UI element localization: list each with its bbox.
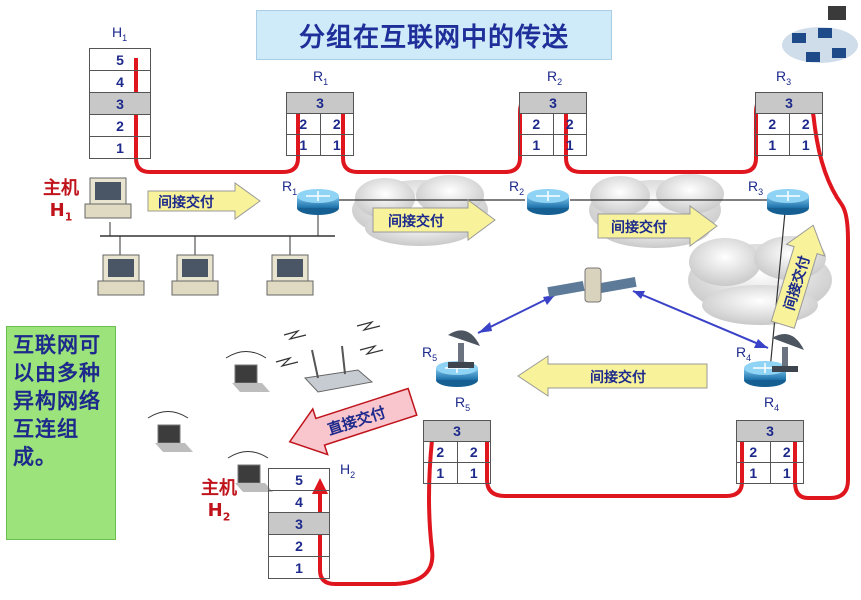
dish-r5-icon <box>448 330 480 368</box>
stack-r5-label: R5 <box>455 394 471 413</box>
stack-r2-label: R2 <box>547 68 563 87</box>
svg-text:间接交付: 间接交付 <box>590 369 646 386</box>
lan-computer-2-icon <box>171 254 219 296</box>
layer-2: 2 <box>268 534 330 557</box>
router-r2-label: R2 <box>509 178 525 197</box>
host-h2-protocol-stack: 5 4 3 2 1 <box>268 468 330 579</box>
layer-5: 5 <box>268 468 330 491</box>
laptop-2-icon <box>147 411 193 452</box>
host-h1-protocol-stack: 5 4 3 2 1 <box>89 48 151 159</box>
svg-text:间接交付: 间接交付 <box>611 219 667 236</box>
note-box: 互联网可以由多种异构网络互连组成。 <box>6 326 116 540</box>
stack-h2-label: H2 <box>340 461 356 480</box>
layer-3: 3 <box>89 92 151 115</box>
stack-r4-label: R4 <box>764 394 780 413</box>
svg-text:间接交付: 间接交付 <box>158 194 214 211</box>
host-h1-computer-icon <box>84 177 132 219</box>
layer-2: 2 <box>89 114 151 137</box>
svg-text:间接交付: 间接交付 <box>388 213 444 230</box>
network-cluster-icon <box>782 6 858 63</box>
page-title: 分组在互联网中的传送 <box>256 10 612 60</box>
layer-4: 4 <box>268 490 330 513</box>
laptop-h2-icon <box>227 451 273 492</box>
lan-computer-3-icon <box>266 254 314 296</box>
sat-link-right <box>632 290 769 349</box>
lan-computer-1-icon <box>97 254 145 296</box>
arrow-indirect-2: 间接交付 <box>372 199 496 241</box>
arrow-direct: 直接交付 <box>288 387 418 456</box>
laptop-1-icon <box>225 351 270 392</box>
layer-1: 1 <box>268 556 330 579</box>
arrow-indirect-1: 间接交付 <box>147 182 261 220</box>
router-r3-icon <box>767 189 809 215</box>
arrow-indirect-4: 间接交付 <box>517 355 708 397</box>
host-h2-label: 主机 H2 <box>201 478 237 524</box>
router-r3-label: R3 <box>748 178 764 197</box>
router-r1-icon <box>297 189 339 215</box>
lightning-icon <box>275 320 384 368</box>
router-r1-label: R1 <box>282 178 298 197</box>
router-r5-label: R5 <box>422 344 438 363</box>
router-r4-icon <box>744 361 786 387</box>
layer-4: 4 <box>89 70 151 93</box>
router-r4-label: R4 <box>736 344 752 363</box>
stack-h1-label: H1 <box>112 24 128 43</box>
layer-3: 3 <box>268 512 330 535</box>
dish-r4-icon <box>772 334 804 372</box>
router-r2-icon <box>527 189 569 215</box>
satellite-icon <box>547 267 637 303</box>
arrow-indirect-3: 间接交付 <box>597 205 718 247</box>
wireless-ap-icon <box>303 345 374 393</box>
stack-r1-label: R1 <box>313 68 329 87</box>
host-h1-label: 主机 H1 <box>43 178 79 224</box>
layer-1: 1 <box>89 136 151 159</box>
stack-r3-label: R3 <box>776 68 792 87</box>
layer-5: 5 <box>89 48 151 71</box>
